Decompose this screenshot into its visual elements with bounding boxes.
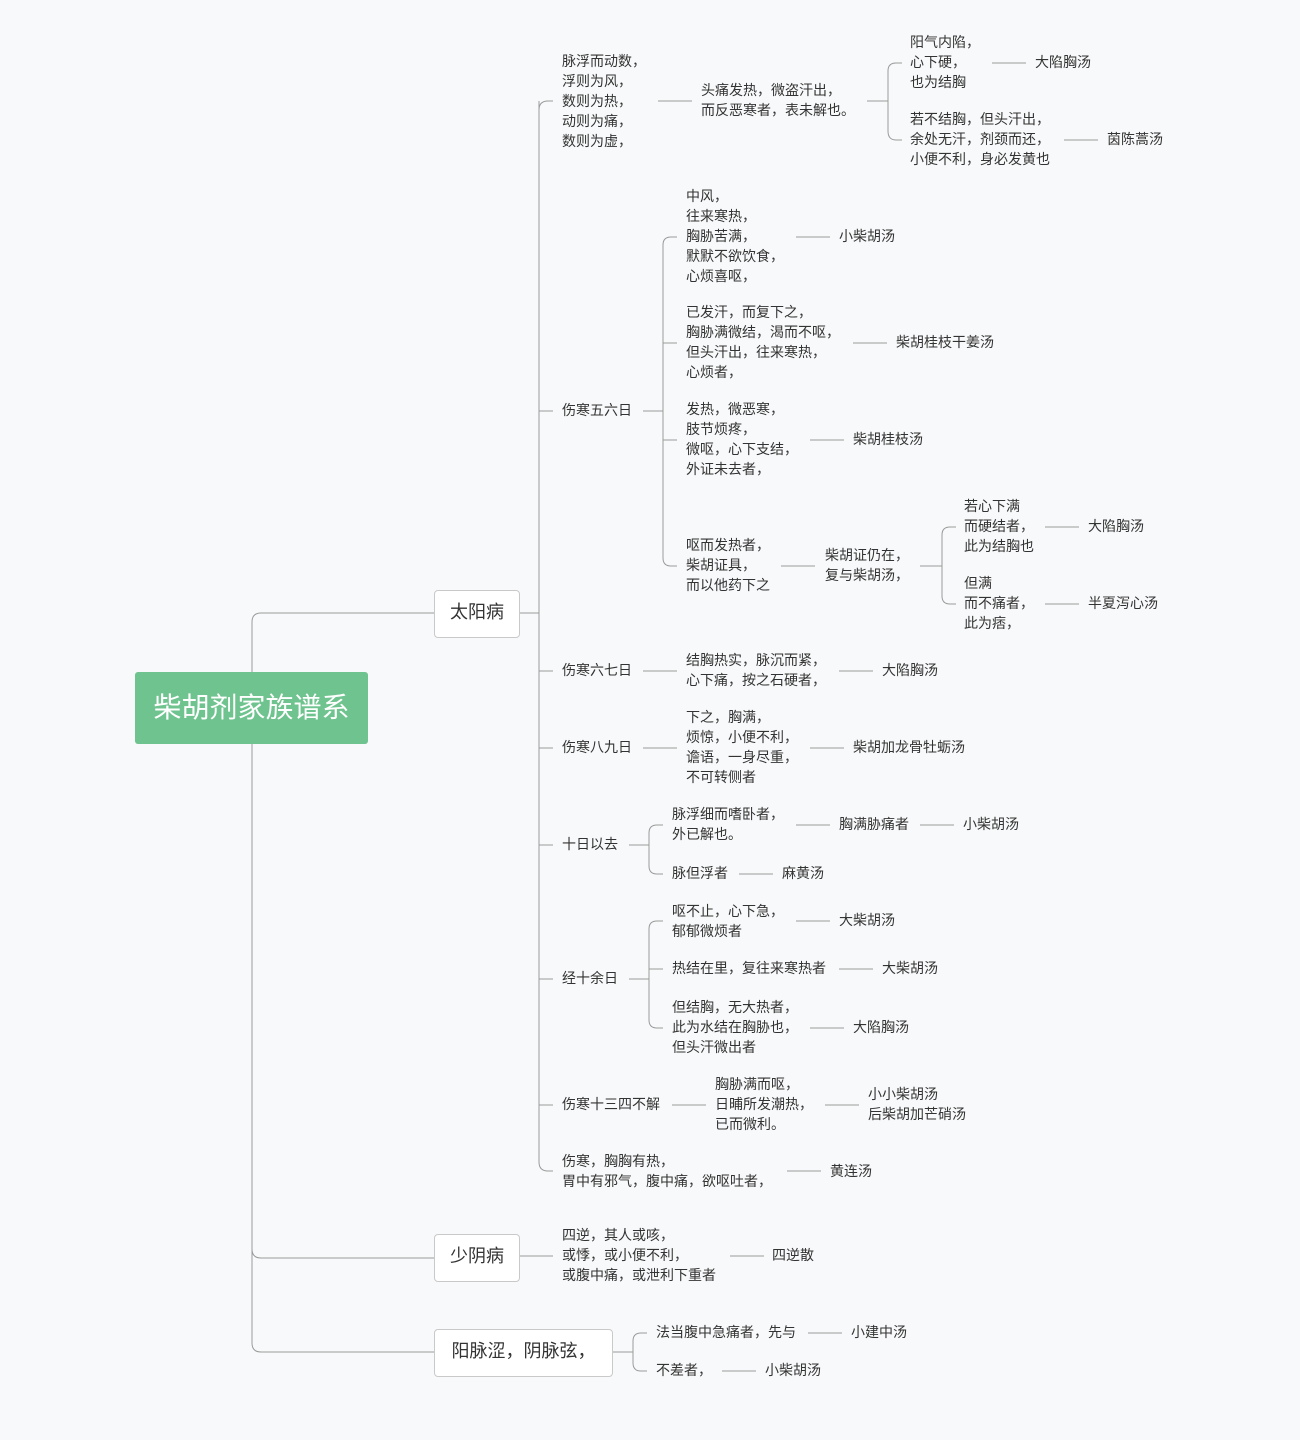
node-taiyang[interactable]: 太阳病 <box>434 590 520 638</box>
b6-label[interactable]: 经十余日 <box>562 971 618 987</box>
node-yangmai[interactable]: 阳脉涩，阴脉弦， <box>434 1329 613 1377</box>
b6-sub-1[interactable]: 呕不止，心下急， 郁郁微烦者 <box>672 904 784 940</box>
yangmai-sub-1-formula[interactable]: 小建中汤 <box>851 1325 907 1341</box>
node-shaoyin[interactable]: 少阴病 <box>434 1234 520 1282</box>
b1-child-2[interactable]: 若不结胸，但头汗出， 余处无汗，剂颈而还， 小便不利，身必发黄也 <box>910 112 1050 168</box>
b6-sub-2-formula[interactable]: 大柴胡汤 <box>882 961 938 977</box>
b2-sub-1[interactable]: 中风， 往来寒热， 胸胁苦满， 默默不欲饮食， 心烦喜呕， <box>686 189 784 285</box>
b6-sub-3[interactable]: 但结胸，无大热者， 此为水结在胸胁也， 但头汗微出者 <box>672 1000 798 1056</box>
b1-condition[interactable]: 脉浮而动数， 浮则为风， 数则为热， 动则为痛， 数则为虚， <box>562 54 646 150</box>
b8-desc[interactable]: 伤寒，胸胸有热， 胃中有邪气，腹中痛，欲呕吐者， <box>562 1154 772 1190</box>
yangmai-sub-2-formula[interactable]: 小柴胡汤 <box>765 1363 821 1379</box>
b2-sub-2-formula[interactable]: 柴胡桂枝干姜汤 <box>896 335 994 351</box>
b2-sub-1-formula[interactable]: 小柴胡汤 <box>839 229 895 245</box>
shaoyin-formula[interactable]: 四逆散 <box>772 1248 814 1264</box>
b2-sub-4b-formula[interactable]: 半夏泻心汤 <box>1088 596 1158 612</box>
root-node[interactable]: 柴胡剂家族谱系 <box>135 672 368 744</box>
b8-formula[interactable]: 黄连汤 <box>830 1164 872 1180</box>
yangmai-sub-1[interactable]: 法当腹中急痛者，先与 <box>656 1325 796 1341</box>
b7-label[interactable]: 伤寒十三四不解 <box>562 1097 660 1113</box>
b5-sub-2[interactable]: 脉但浮者 <box>672 866 728 882</box>
b5-sub-2-formula[interactable]: 麻黄汤 <box>782 866 824 882</box>
yangmai-sub-2[interactable]: 不差者， <box>656 1363 712 1379</box>
b1-child-1[interactable]: 阳气内陷， 心下硬， 也为结胸 <box>910 35 980 91</box>
b4-desc[interactable]: 下之，胸满， 烦惊，小便不利， 谵语，一身尽重， 不可转侧者 <box>686 710 798 786</box>
b4-formula[interactable]: 柴胡加龙骨牡蛎汤 <box>853 740 965 756</box>
b4-label[interactable]: 伤寒八九日 <box>562 740 632 756</box>
b2-sub-2[interactable]: 已发汗，而复下之， 胸胁满微结，渴而不呕， 但头汗出，往来寒热， 心烦者， <box>686 305 840 381</box>
b6-sub-3-formula[interactable]: 大陷胸汤 <box>853 1020 909 1036</box>
b2-label[interactable]: 伤寒五六日 <box>562 403 632 419</box>
b5-sub-1[interactable]: 脉浮细而嗜卧者， 外已解也。 <box>672 807 784 843</box>
b3-label[interactable]: 伤寒六七日 <box>562 663 632 679</box>
shaoyin-desc[interactable]: 四逆，其人或咳， 或悸，或小便不利， 或腹中痛，或泄利下重者 <box>562 1228 716 1284</box>
b2-sub-3-formula[interactable]: 柴胡桂枝汤 <box>853 432 923 448</box>
b7-desc[interactable]: 胸胁满而呕， 日晡所发潮热， 已而微利。 <box>715 1077 813 1133</box>
b2-sub-3[interactable]: 发热，微恶寒， 肢节烦疼， 微呕，心下支结， 外证未去者， <box>686 402 798 478</box>
b2-sub-4a[interactable]: 若心下满 而硬结者， 此为结胸也 <box>964 499 1034 555</box>
b3-desc[interactable]: 结胸热实，脉沉而紧， 心下痛，按之石硬者， <box>686 653 826 689</box>
b2-sub-4[interactable]: 呕而发热者， 柴胡证具， 而以他药下之 <box>686 538 770 594</box>
b2-sub-4b[interactable]: 但满 而不痛者， 此为痞， <box>964 576 1034 632</box>
b2-sub-4-middle[interactable]: 柴胡证仍在， 复与柴胡汤， <box>825 548 909 584</box>
b2-sub-4a-formula[interactable]: 大陷胸汤 <box>1088 519 1144 535</box>
b5-label[interactable]: 十日以去 <box>562 837 618 853</box>
b1-child-1-formula[interactable]: 大陷胸汤 <box>1035 55 1091 71</box>
b5-sub-1-formula[interactable]: 小柴胡汤 <box>963 817 1019 833</box>
b7-formula[interactable]: 小小柴胡汤 后柴胡加芒硝汤 <box>868 1087 966 1123</box>
b6-sub-2[interactable]: 热结在里，复往来寒热者 <box>672 961 826 977</box>
b1-child-2-formula[interactable]: 茵陈蒿汤 <box>1107 132 1163 148</box>
b6-sub-1-formula[interactable]: 大柴胡汤 <box>839 913 895 929</box>
b3-formula[interactable]: 大陷胸汤 <box>882 663 938 679</box>
b1-middle[interactable]: 头痛发热，微盗汗出， 而反恶寒者，表未解也。 <box>701 83 855 119</box>
b5-sub-1-middle[interactable]: 胸满胁痛者 <box>839 817 909 833</box>
